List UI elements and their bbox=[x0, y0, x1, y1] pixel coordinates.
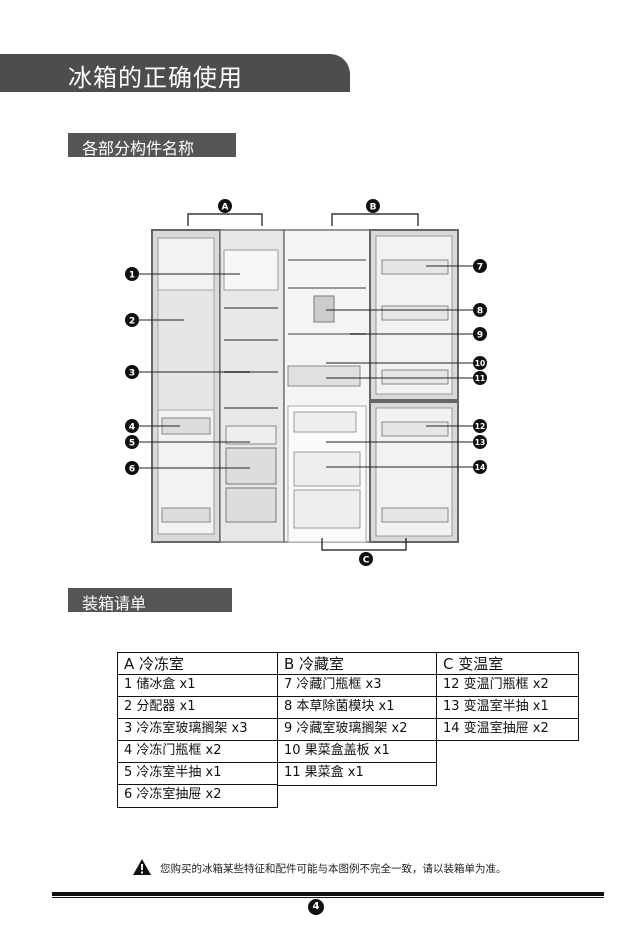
table-cell: 12 变温门瓶框 x2 bbox=[436, 674, 579, 697]
table-cell: 13 变温室半抽 x1 bbox=[436, 696, 579, 719]
page-number: 4 bbox=[308, 899, 324, 915]
svg-text:B: B bbox=[370, 203, 377, 213]
callout-2: 2 bbox=[125, 313, 139, 327]
callout-8: 8 bbox=[473, 303, 487, 317]
callout-12: 12 bbox=[473, 419, 487, 433]
callout-1: 1 bbox=[125, 267, 139, 281]
callout-4: 4 bbox=[125, 419, 139, 433]
callout-3: 3 bbox=[125, 365, 139, 379]
section-title-packing: 装箱请单 bbox=[82, 594, 147, 613]
packing-list-table: A 冷冻室 1 储冰盒 x1 2 分配器 x1 3 冷冻室玻璃搁架 x3 4 冷… bbox=[117, 652, 579, 808]
fridge-illustration bbox=[151, 213, 459, 551]
callout-11: 11 bbox=[473, 371, 487, 385]
table-cell: 10 果菜盒盖板 x1 bbox=[277, 740, 437, 763]
callout-5: 5 bbox=[125, 435, 139, 449]
footer-rule-thin bbox=[52, 897, 604, 898]
disclaimer-note: 您购买的冰箱某些特征和配件可能与本图例不完全一致，请以装箱单为准。 bbox=[132, 858, 602, 878]
table-cell: 2 分配器 x1 bbox=[117, 696, 278, 719]
svg-text:4: 4 bbox=[129, 423, 135, 433]
table-cell: 3 冷冻室玻璃搁架 x3 bbox=[117, 718, 278, 741]
column-header: B 冷藏室 bbox=[277, 652, 437, 675]
table-cell: 9 冷藏室玻璃搁架 x2 bbox=[277, 718, 437, 741]
svg-text:2: 2 bbox=[129, 317, 135, 327]
table-cell: 5 冷冻室半抽 x1 bbox=[117, 762, 278, 785]
table-cell: 1 储冰盒 x1 bbox=[117, 674, 278, 697]
page-title: 冰箱的正确使用 bbox=[68, 64, 243, 92]
page-header: 冰箱的正确使用 bbox=[0, 54, 350, 92]
table-cell: 8 本草除菌模块 x1 bbox=[277, 696, 437, 719]
callout-13: 13 bbox=[473, 435, 487, 449]
svg-text:12: 12 bbox=[475, 422, 485, 431]
svg-text:1: 1 bbox=[129, 271, 135, 281]
column-header: A 冷冻室 bbox=[117, 652, 278, 675]
warning-icon bbox=[133, 859, 151, 875]
table-cell: 14 变温室抽屉 x2 bbox=[436, 718, 579, 741]
table-cell: 4 冷冻门瓶框 x2 bbox=[117, 740, 278, 763]
callout-7: 7 bbox=[473, 259, 487, 273]
callout-10: 10 bbox=[473, 356, 487, 370]
svg-text:9: 9 bbox=[477, 331, 483, 341]
callout-9: 9 bbox=[473, 327, 487, 341]
zone-label-a: A bbox=[218, 199, 232, 213]
callout-14: 14 bbox=[473, 460, 487, 474]
disclaimer-text: 您购买的冰箱某些特征和配件可能与本图例不完全一致，请以装箱单为准。 bbox=[160, 863, 507, 875]
section-header-packing: 装箱请单 bbox=[68, 588, 232, 613]
callout-6: 6 bbox=[125, 461, 139, 475]
svg-text:10: 10 bbox=[475, 359, 485, 368]
fridge-diagram: A B C 1 2 3 4 5 6 7 8 9 10 11 12 13 14 bbox=[125, 199, 487, 566]
svg-text:7: 7 bbox=[477, 263, 483, 273]
section-header-parts: 各部分构件名称 bbox=[68, 133, 236, 158]
zone-label-b: B bbox=[366, 199, 380, 213]
svg-text:5: 5 bbox=[129, 439, 135, 449]
svg-text:14: 14 bbox=[475, 463, 485, 472]
zone-label-c: C bbox=[359, 552, 373, 566]
svg-text:C: C bbox=[363, 556, 370, 566]
svg-text:6: 6 bbox=[129, 465, 135, 475]
svg-text:8: 8 bbox=[477, 307, 483, 317]
svg-text:A: A bbox=[222, 203, 229, 213]
table-cell: 7 冷藏门瓶框 x3 bbox=[277, 674, 437, 697]
column-header: C 变温室 bbox=[436, 652, 579, 675]
table-cell: 6 冷冻室抽屉 x2 bbox=[117, 784, 278, 808]
table-cell: 11 果菜盒 x1 bbox=[277, 762, 437, 786]
svg-text:11: 11 bbox=[475, 374, 485, 383]
footer-rule bbox=[52, 892, 604, 896]
section-title-parts: 各部分构件名称 bbox=[82, 139, 195, 158]
svg-text:3: 3 bbox=[129, 369, 135, 379]
svg-text:13: 13 bbox=[475, 438, 485, 447]
